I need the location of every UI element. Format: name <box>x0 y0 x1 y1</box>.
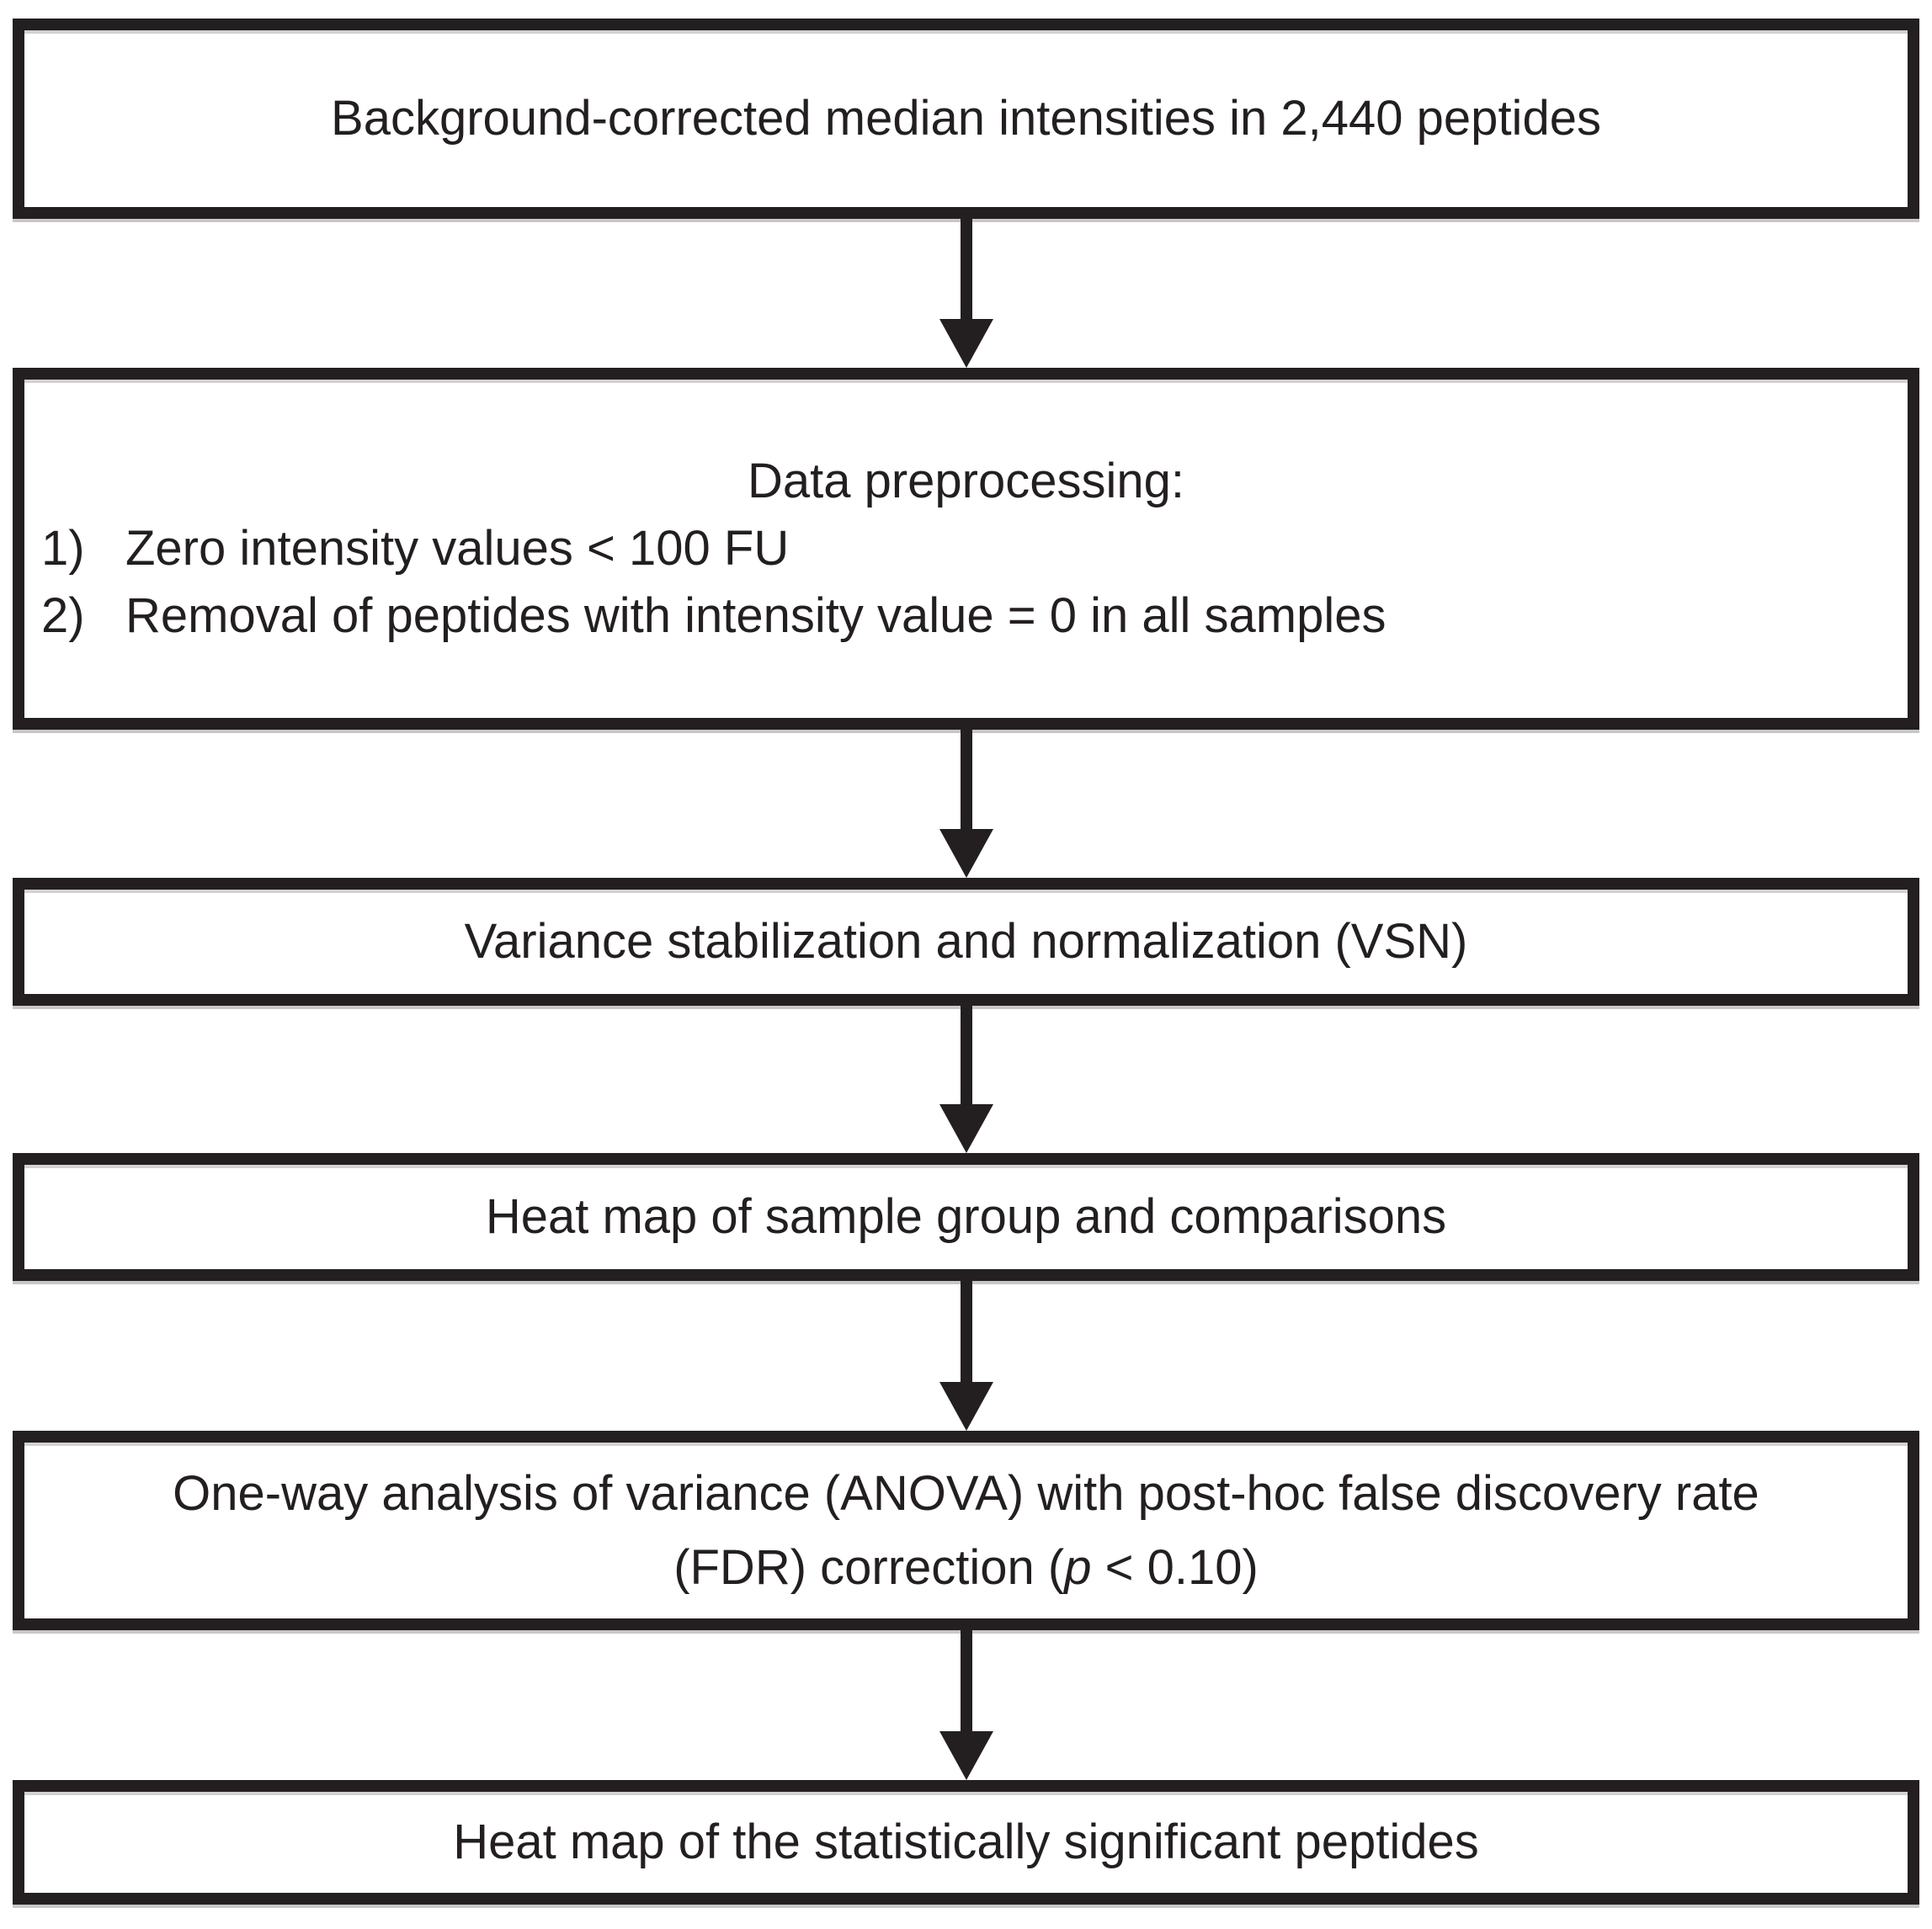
box-text: Background-corrected median intensities … <box>331 91 1601 146</box>
list-item-text: Removal of peptides with intensity value… <box>125 588 1386 643</box>
line2-suffix: < 0.10) <box>1091 1539 1259 1595</box>
list-item-text: Zero intensity values < 100 FU <box>125 521 790 576</box>
list-item-number: 2) <box>41 588 85 643</box>
box-text: Heat map of the statistically significan… <box>453 1815 1479 1869</box>
flowchart-box-vsn: Variance stabilization and normalization… <box>13 878 1919 1006</box>
down-arrow-connector-5 <box>939 1630 993 1780</box>
arrow-stem <box>960 1281 972 1382</box>
down-arrow-connector-1 <box>939 219 993 368</box>
list-item-number: 1) <box>41 521 85 576</box>
arrow-down-icon <box>939 1382 993 1431</box>
flowchart-box-heatmap-groups: Heat map of sample group and comparisons <box>13 1153 1919 1281</box>
arrow-stem <box>960 1630 972 1731</box>
arrow-stem <box>960 1006 972 1104</box>
arrow-stem <box>960 219 972 319</box>
arrow-down-icon <box>939 829 993 878</box>
line2-p-symbol: p <box>1064 1539 1092 1595</box>
down-arrow-connector-2 <box>939 730 993 878</box>
arrow-down-icon <box>939 319 993 368</box>
arrow-down-icon <box>939 1731 993 1780</box>
down-arrow-connector-3 <box>939 1006 993 1153</box>
flowchart-box-anova-fdr: One-way analysis of variance (ANOVA) wit… <box>13 1431 1919 1630</box>
flowchart-box-input-intensities: Background-corrected median intensities … <box>13 19 1919 219</box>
list-item-1: 1) Zero intensity values < 100 FU <box>24 515 1908 582</box>
line2-prefix: (FDR) correction ( <box>673 1539 1065 1595</box>
arrow-down-icon <box>939 1104 993 1153</box>
box-title: Data preprocessing: <box>747 454 1185 508</box>
down-arrow-connector-4 <box>939 1281 993 1431</box>
box-text-line-2: (FDR) correction (p < 0.10) <box>673 1531 1259 1605</box>
box-text: Variance stabilization and normalization… <box>464 914 1468 969</box>
flowchart-box-heatmap-significant: Heat map of the statistically significan… <box>13 1780 1919 1905</box>
box-text: Heat map of sample group and comparisons <box>485 1189 1447 1244</box>
box-text-line-1: One-way analysis of variance (ANOVA) wit… <box>173 1465 1759 1521</box>
list-item-2: 2) Removal of peptides with intensity va… <box>24 582 1908 650</box>
arrow-stem <box>960 730 972 829</box>
flowchart-box-data-preprocessing: Data preprocessing: 1) Zero intensity va… <box>13 368 1919 730</box>
